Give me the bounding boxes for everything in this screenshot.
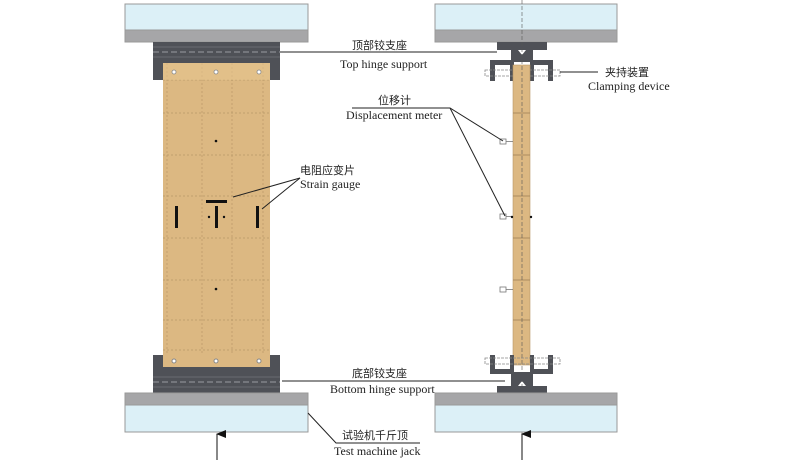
jack-plate xyxy=(124,404,309,433)
displacement-label-zh: 位移计 xyxy=(378,93,411,107)
bottom-plate-base xyxy=(124,392,309,406)
top-hinge-label-zh: 顶部铰支座 xyxy=(352,38,407,52)
strain-label-zh: 电阻应变片 xyxy=(300,163,355,177)
bottom-hinge-label-zh: 底部铰支座 xyxy=(352,366,407,380)
measurement-points xyxy=(207,139,226,291)
jack-label-en: Test machine jack xyxy=(334,444,420,458)
bottom-hinge-knuckle xyxy=(511,374,533,386)
side-view xyxy=(434,0,618,460)
displacement-label-en: Displacement meter xyxy=(346,108,442,122)
clamping-label-en: Clamping device xyxy=(588,79,670,93)
bottom-clamp xyxy=(490,355,553,374)
leader-lines xyxy=(232,51,598,444)
top-hinge-base xyxy=(497,42,547,50)
panel-grid xyxy=(163,63,270,365)
displacement-meters xyxy=(499,138,513,293)
bottom-hinge-base xyxy=(497,386,547,393)
specimen-panel-side xyxy=(512,64,531,366)
top-clamp xyxy=(490,60,553,81)
front-view xyxy=(124,3,309,460)
top-hinge-label-en: Top hinge support xyxy=(340,57,428,71)
bottom-hinge-label-en: Bottom hinge support xyxy=(330,382,435,396)
strain-label-en: Strain gauge xyxy=(300,177,360,191)
top-plate-base xyxy=(124,29,309,43)
top-loading-plate xyxy=(124,3,309,31)
strain-gauges xyxy=(175,200,259,228)
clamping-label-zh: 夹持装置 xyxy=(605,65,649,79)
jack-label-zh: 试验机千斤顶 xyxy=(342,428,408,442)
